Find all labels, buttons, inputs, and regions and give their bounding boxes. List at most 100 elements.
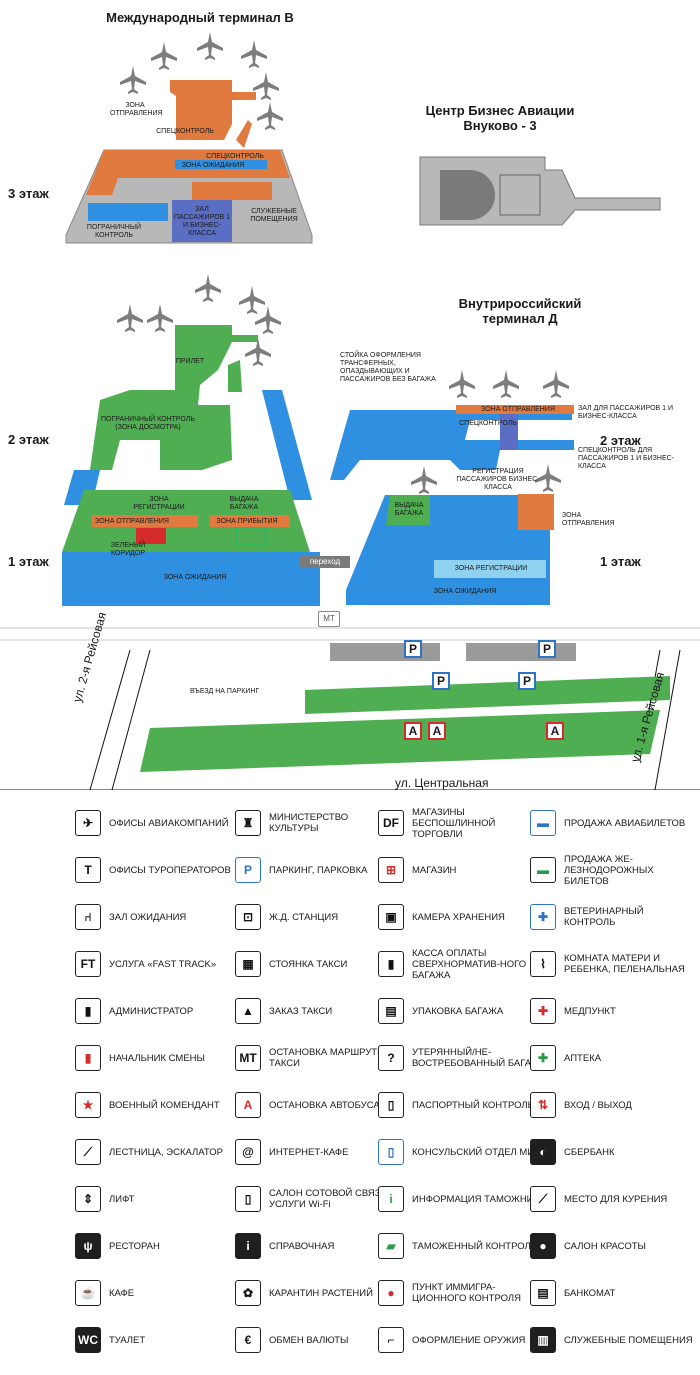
legend-label: Ж.Д. СТАНЦИЯ [269,911,339,923]
zone-arrival: ПРИЛЕТ [175,358,205,365]
consular-icon: ▯ [378,1139,404,1165]
legend-item: €ОБМЕН ВАЛЮТЫ [235,1322,400,1358]
legend-label: ВХОД / ВЫХОД [564,1099,632,1111]
legend-item: ⊡Ж.Д. СТАНЦИЯ [235,899,400,935]
legend-label: ЗАКАЗ ТАКСИ [269,1005,333,1017]
cafe-icon: ☕ [75,1280,101,1306]
d-business-registration: РЕГИСТРАЦИЯ ПАССАЖИРОВ БИЗНЕС-КЛАССА [456,468,540,491]
duty-free-icon: DF [378,810,404,836]
legend-label: ОФОРМЛЕНИЕ ОРУЖИЯ [412,1334,526,1346]
bus-stop-mark-3: A [546,722,564,740]
d-zone-registration: ЗОНА РЕГИСТРАЦИИ [454,565,528,572]
terminal-b-title: Международный терминал В [106,10,294,25]
d-special-control: СПЕЦКОНТРОЛЬ [459,420,517,427]
floor-2-label: 2 этаж [8,432,49,447]
legend-item: ▯ПАСПОРТНЫЙ КОНТРОЛЬ [378,1087,543,1123]
legend-label: ОСТАНОВКА АВТОБУСА [269,1099,380,1111]
legend-label: САЛОН СОТОВОЙ СВЯЗИ, УСЛУГИ Wi-Fi [269,1188,390,1210]
parking-mark-1: P [404,640,422,658]
legend-item: ▮КАССА ОПЛАТЫ СВЕРХНОРМАТИВ-НОГО БАГАЖА [378,946,543,982]
floor-2-right-label: 2 этаж [600,433,641,448]
zone-waiting-1: ЗОНА ОЖИДАНИЯ [163,574,227,581]
legend-label: ПРОДАЖА АВИАБИЛЕТОВ [564,817,686,829]
parking-mark-3: P [432,672,450,690]
legend-label: НАЧАЛЬНИК СМЕНЫ [109,1052,205,1064]
legend-item: ⑁ЗАЛ ОЖИДАНИЯ [75,899,240,935]
legend-label: ЛЕСТНИЦА, ЭСКАЛАТОР [109,1146,223,1158]
zone-service-rooms: СЛУЖЕБНЫЕ ПОМЕЩЕНИЯ [250,208,298,223]
legend-label: КАРАНТИН РАСТЕНИЙ [269,1287,373,1299]
d-baggage-claim: ВЫДАЧА БАГАЖА [394,502,424,517]
minibus-stop-mark: MT [318,611,340,627]
zone-border-inspection: ПОГРАНИЧНЫЙ КОНТРОЛЬ (ЗОНА ДОСМОТРА) [101,416,195,431]
legend-item: ⟋МЕСТО ДЛЯ КУРЕНИЯ [530,1181,695,1217]
legend-label: ОФИСЫ ТУРОПЕРАТОРОВ [109,864,231,876]
luggage-storage-icon: ▣ [378,904,404,930]
lost-baggage-icon: ? [378,1045,404,1071]
transfer-label: переход [309,557,341,566]
legend-label: КАФЕ [109,1287,135,1299]
street-central: ул. Центральная [395,776,489,790]
fast-track-icon: FT [75,951,101,977]
floor-1-right-label: 1 этаж [600,554,641,569]
terminal-d-title: Внутрироссийский терминал Д [458,296,582,326]
restaurant-icon: ψ [75,1233,101,1259]
legend-item: ▤БАНКОМАТ [530,1275,695,1311]
sberbank-icon: ◐ [530,1139,556,1165]
legend-item: ▲ЗАКАЗ ТАКСИ [235,993,400,1029]
customs-info-icon: i [378,1186,404,1212]
legend-label: ВОЕННЫЙ КОМЕНДАНТ [109,1099,220,1111]
legend-item: ▤ УПАКОВКА БАГАЖА [378,993,543,1029]
d-business-hall: ЗАЛ ДЛЯ ПАССАЖИРОВ 1 И БИЗНЕС-КЛАССА [578,405,674,420]
legend-label: СПРАВОЧНАЯ [269,1240,335,1252]
escalator-icon: ⟋ [75,1139,101,1165]
mother-child-icon: ⌇ [530,951,556,977]
parking-mark-4: P [518,672,536,690]
administrator-icon: ▮ [75,998,101,1024]
legend-label: ПРОДАЖА ЖЕ-ЛЕЗНОДОРОЖНЫХ БИЛЕТОВ [564,853,654,887]
floor-1-label: 1 этаж [8,554,49,569]
legend-item: ● САЛОН КРАСОТЫ [530,1228,695,1264]
passport-control-icon: ▯ [378,1092,404,1118]
legend-item: ⟋ ЛЕСТНИЦА, ЭСКАЛАТОР [75,1134,240,1170]
floor-3-label: 3 этаж [8,186,49,201]
zone-departure: ЗОНА ОТПРАВЛЕНИЯ [110,102,163,117]
legend-item: ▣КАМЕРА ХРАНЕНИЯ [378,899,543,935]
legend-item: ▮НАЧАЛЬНИК СМЕНЫ [75,1040,240,1076]
legend-item: ▰ТАМОЖЕННЫЙ КОНТРОЛЬ [378,1228,543,1264]
legend-label: УТЕРЯННЫЙ/НЕ-ВОСТРЕБОВАННЫЙ БАГАЖ [412,1047,540,1069]
legend-item: ★ВОЕННЫЙ КОМЕНДАНТ [75,1087,240,1123]
toilet-icon: WC [75,1327,101,1353]
immigration-icon: ● [378,1280,404,1306]
legend-label: ВЕТЕРИНАРНЫЙ КОНТРОЛЬ [564,906,644,928]
legend-label: ИНФОРМАЦИЯ ТАМОЖНИ [412,1193,534,1205]
ticket-sale-icon: ▬ [530,810,556,836]
legend-label: САЛОН КРАСОТЫ [564,1240,646,1252]
smoking-icon: ⟋ [530,1186,556,1212]
zone-special-control-2: СПЕЦКОНТРОЛЬ [206,153,264,160]
terminal-d [330,370,574,605]
zone-special-control: СПЕЦКОНТРОЛЬ [156,128,214,135]
legend-item: ●ПУНКТ ИММИГРА-ЦИОННОГО КОНТРОЛЯ [378,1275,543,1311]
map-canvas [0,32,700,791]
parking-entrance-label: ВЪЕЗД НА ПАРКИНГ [190,688,260,695]
business-aviation-center [419,156,661,226]
legend-item: ? УТЕРЯННЫЙ/НЕ-ВОСТРЕБОВАННЫЙ БАГАЖ [378,1040,543,1076]
legend-item: ⌇КОМНАТА МАТЕРИ И РЕБЕНКА, ПЕЛЕНАЛЬНАЯ [530,946,695,982]
beauty-salon-icon: ● [530,1233,556,1259]
tour-operator-icon: T [75,857,101,883]
legend-item: ⌐ОФОРМЛЕНИЕ ОРУЖИЯ [378,1322,543,1358]
legend-label: МЕДПУНКТ [564,1005,616,1017]
d-transfer-desk: СТОЙКА ОФОРМЛЕНИЯ ТРАНСФЕРНЫХ, ОПАЗДЫВАЮ… [340,352,436,383]
waiting-hall-icon: ⑁ [75,904,101,930]
terminal-b-floors-1-2 [62,274,350,606]
legend-label: ПАРКИНГ, ПАРКОВКА [269,864,368,876]
baggage-wrap-icon: ▤ [378,998,404,1024]
legend-label: УПАКОВКА БАГАЖА [412,1005,504,1017]
legend-label: РЕСТОРАН [109,1240,160,1252]
entrance-exit-icon: ⇅ [530,1092,556,1118]
theatre-icon: ♜ [235,810,261,836]
